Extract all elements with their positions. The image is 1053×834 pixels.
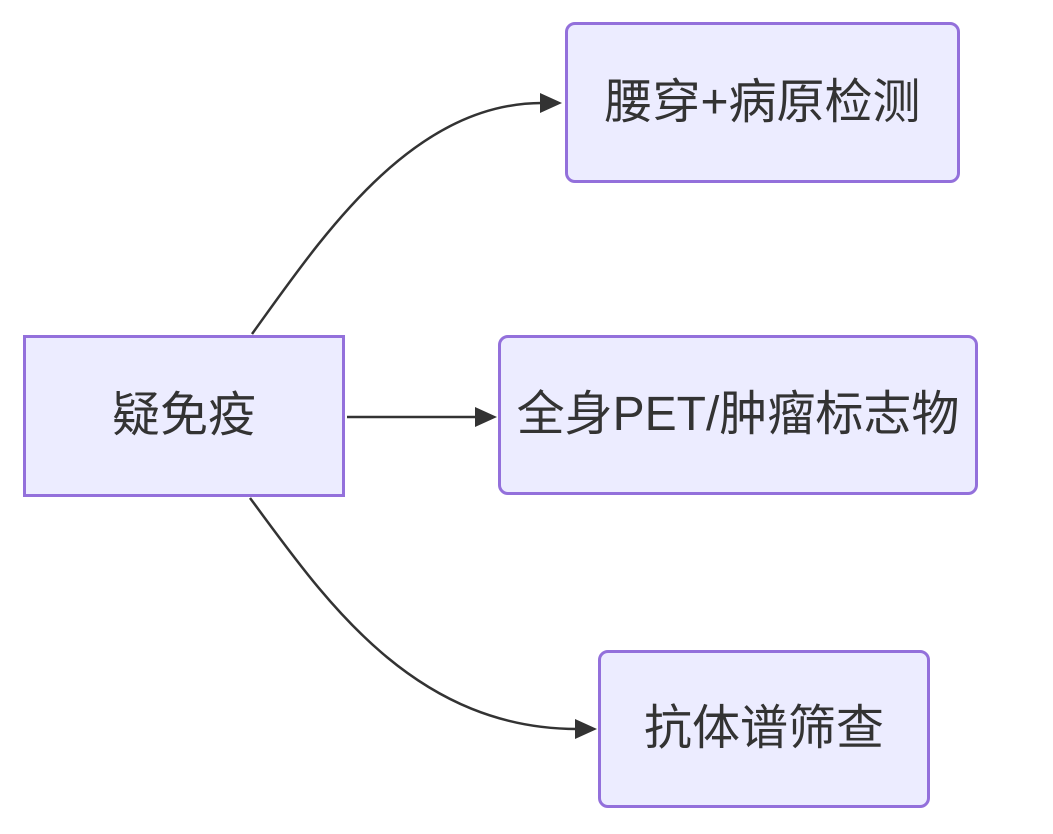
node-suspected-immune: 疑免疫 — [23, 335, 345, 497]
node-lumbar-puncture-pathogen-test: 腰穿+病原检测 — [565, 22, 960, 183]
edge-a-to-b — [250, 93, 562, 335]
node-antibody-panel-screening: 抗体谱筛查 — [598, 650, 930, 808]
node-label: 腰穿+病原检测 — [604, 75, 921, 129]
node-label: 抗体谱筛查 — [643, 702, 884, 756]
node-label: 全身PET/肿瘤标志物 — [516, 388, 960, 442]
node-label: 疑免疫 — [111, 389, 256, 443]
edge-a-to-d — [248, 497, 597, 739]
node-pet-tumor-markers: 全身PET/肿瘤标志物 — [498, 335, 978, 495]
